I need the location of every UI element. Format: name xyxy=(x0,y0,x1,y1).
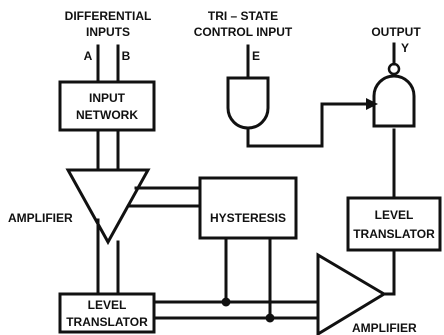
right-level-translator-label-line2: TRANSLATOR xyxy=(353,227,435,241)
left-amplifier-label: AMPLIFIER xyxy=(8,211,73,225)
tristate-label-line1: TRI – STATE xyxy=(208,9,278,23)
junction-dot-1 xyxy=(221,297,231,307)
output-y-label: Y xyxy=(401,41,409,55)
left-level-translator-label-line2: TRANSLATOR xyxy=(66,315,148,329)
differential-inputs-label-line2: INPUTS xyxy=(86,25,130,39)
differential-inputs-label-line1: DIFFERENTIAL xyxy=(65,9,152,23)
right-level-translator-label-line1: LEVEL xyxy=(375,208,414,222)
bottom-amplifier-label: AMPLIFIER xyxy=(352,321,417,335)
input-network-label-line2: NETWORK xyxy=(76,108,138,122)
left-amplifier-symbol xyxy=(65,168,151,246)
tristate-label-line2: CONTROL INPUT xyxy=(194,25,293,39)
bottom-amplifier-symbol xyxy=(316,252,387,335)
left-level-translator-block xyxy=(58,292,156,334)
control-to-output-gate-wire xyxy=(246,102,370,148)
output-label: OUTPUT xyxy=(371,25,421,39)
input-e-label: E xyxy=(252,49,260,63)
input-b-label: B xyxy=(122,49,131,63)
hysteresis-label: HYSTERESIS xyxy=(210,211,286,225)
control-arrowhead xyxy=(366,98,378,110)
input-a-label: A xyxy=(84,49,93,63)
input-network-label-line1: INPUT xyxy=(89,91,126,105)
left-level-translator-label-line1: LEVEL xyxy=(88,298,127,312)
hysteresis-block xyxy=(198,176,298,240)
input-network-block xyxy=(58,80,156,132)
control-and-gate xyxy=(226,76,270,130)
output-nand-gate xyxy=(372,74,416,128)
right-level-translator-block xyxy=(346,196,442,252)
junction-dot-2 xyxy=(265,313,275,323)
amp-to-right-translator-wire xyxy=(382,248,396,296)
